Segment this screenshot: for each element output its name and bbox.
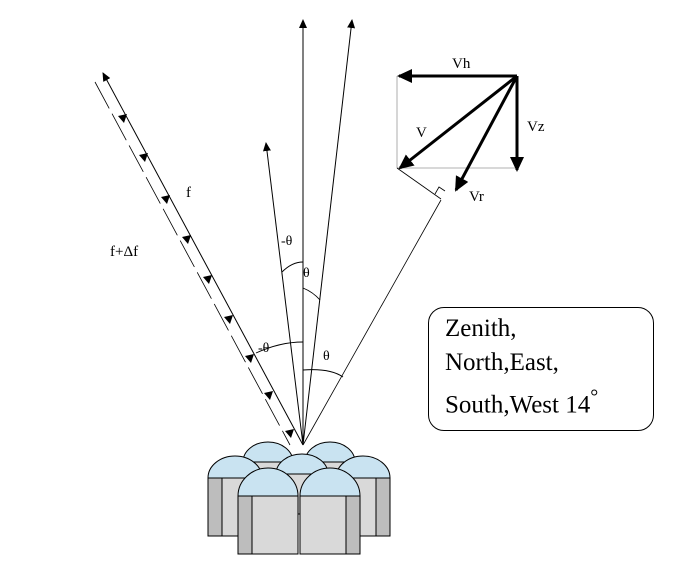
beam-far-left — [102, 72, 304, 446]
info-line-north-east: North,East, — [445, 349, 559, 376]
info-line-zenith: Zenith, — [445, 315, 517, 342]
antenna-front-right — [299, 467, 361, 555]
arc-lower-right — [302, 369, 344, 378]
angle-arcs — [255, 261, 344, 378]
guide-vr-perp — [396, 167, 442, 200]
info-line-south-west-text: South,West 14 — [445, 391, 591, 419]
arc-upper-left — [281, 261, 304, 273]
velocity-vector-diagram — [396, 69, 524, 200]
info-line-south-west: South,West 14° — [445, 380, 653, 422]
vector-vr — [454, 75, 519, 192]
echo-arrow-9 — [285, 429, 294, 438]
label-f: f — [186, 185, 191, 201]
echo-arrow-2 — [139, 153, 148, 162]
degree-symbol: ° — [590, 386, 599, 408]
vector-v — [398, 74, 518, 170]
beam-radial-right — [302, 199, 442, 446]
beam-directions-box: Zenith, North,East, South,West 14° — [428, 307, 654, 431]
echo-arrow-5 — [203, 275, 212, 284]
right-angle-marker — [434, 186, 446, 195]
label-theta-lower: θ — [323, 349, 330, 364]
beam-lines — [102, 19, 442, 446]
antenna-array — [207, 441, 391, 555]
echo-arrow-6 — [224, 315, 233, 324]
label-vr: Vr — [469, 189, 484, 205]
antenna-front-left — [237, 467, 299, 555]
label-vh: Vh — [452, 56, 471, 72]
label-vz: Vz — [527, 119, 545, 135]
echo-arrow-4 — [182, 235, 191, 244]
arc-upper-right — [302, 287, 321, 301]
label-theta-neg-upper: -θ — [281, 234, 293, 249]
beam-west-14deg — [263, 142, 304, 446]
label-theta-upper: θ — [303, 266, 310, 281]
echo-arrow-3 — [161, 195, 170, 204]
beam-east-14deg — [302, 19, 356, 446]
label-theta-neg-lower: -θ — [258, 341, 270, 356]
label-v: V — [416, 125, 427, 141]
echo-arrow-7 — [245, 354, 254, 363]
label-f-delta: f+Δf — [110, 244, 138, 260]
arc-lower-left — [255, 341, 304, 354]
echo-arrow-1 — [118, 114, 127, 123]
echo-arrow-8 — [264, 391, 273, 400]
echo-signal-line — [94, 81, 294, 446]
